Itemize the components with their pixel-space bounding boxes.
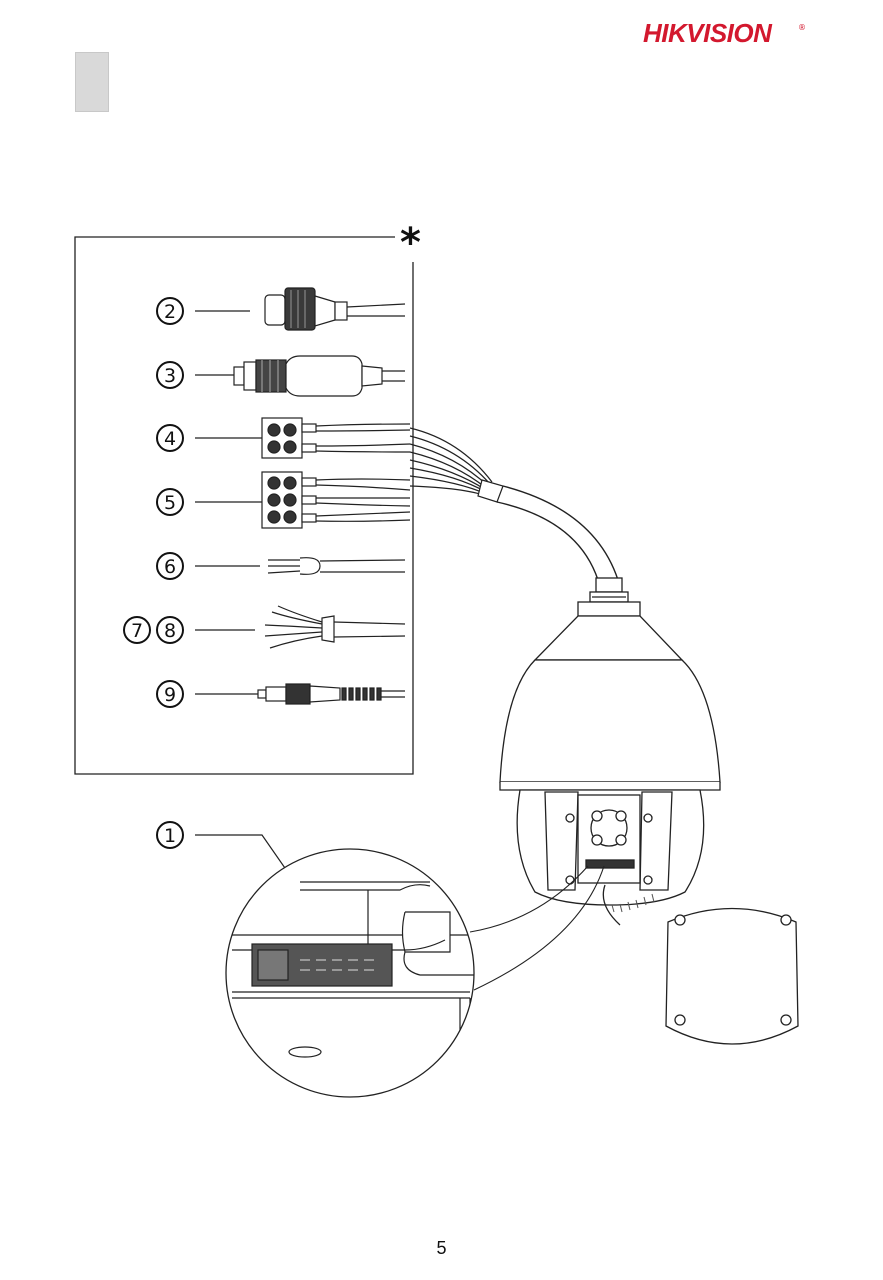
bare-wires-cable <box>268 558 405 575</box>
bottom-cover-plate <box>666 909 798 1045</box>
callout-9: 9 <box>157 681 258 707</box>
callout-8-label: 8 <box>164 620 176 642</box>
callout-5: 5 <box>157 489 262 515</box>
terminal-block-4pin <box>262 418 410 458</box>
page-number: 5 <box>0 1238 883 1259</box>
ptz-dome-camera <box>500 578 720 925</box>
callout-8: 8 <box>157 617 255 643</box>
callout-7-label: 7 <box>131 620 143 642</box>
callout-9-label: 9 <box>164 684 176 706</box>
zoom-detail-view <box>226 849 480 1097</box>
callout-4-label: 4 <box>164 428 176 450</box>
callout-2-label: 2 <box>164 301 176 323</box>
callout-4: 4 <box>157 425 262 451</box>
cable-bundle <box>410 428 618 580</box>
callout-5-label: 5 <box>164 492 176 514</box>
callout-3-label: 3 <box>164 365 176 387</box>
terminal-block-6pin <box>262 472 410 528</box>
callout-1-label: 1 <box>164 825 176 847</box>
callout-2: 2 <box>157 298 250 324</box>
bnc-video-connector <box>234 356 405 396</box>
network-connector <box>265 288 405 330</box>
callout-6: 6 <box>157 553 260 579</box>
alarm-wires-cable <box>265 606 405 648</box>
callout-3: 3 <box>157 362 234 388</box>
callout-6-label: 6 <box>164 556 176 578</box>
callout-7: 7 <box>124 617 150 643</box>
fiber-connector <box>258 684 405 704</box>
panel-asterisk: * <box>400 220 421 266</box>
